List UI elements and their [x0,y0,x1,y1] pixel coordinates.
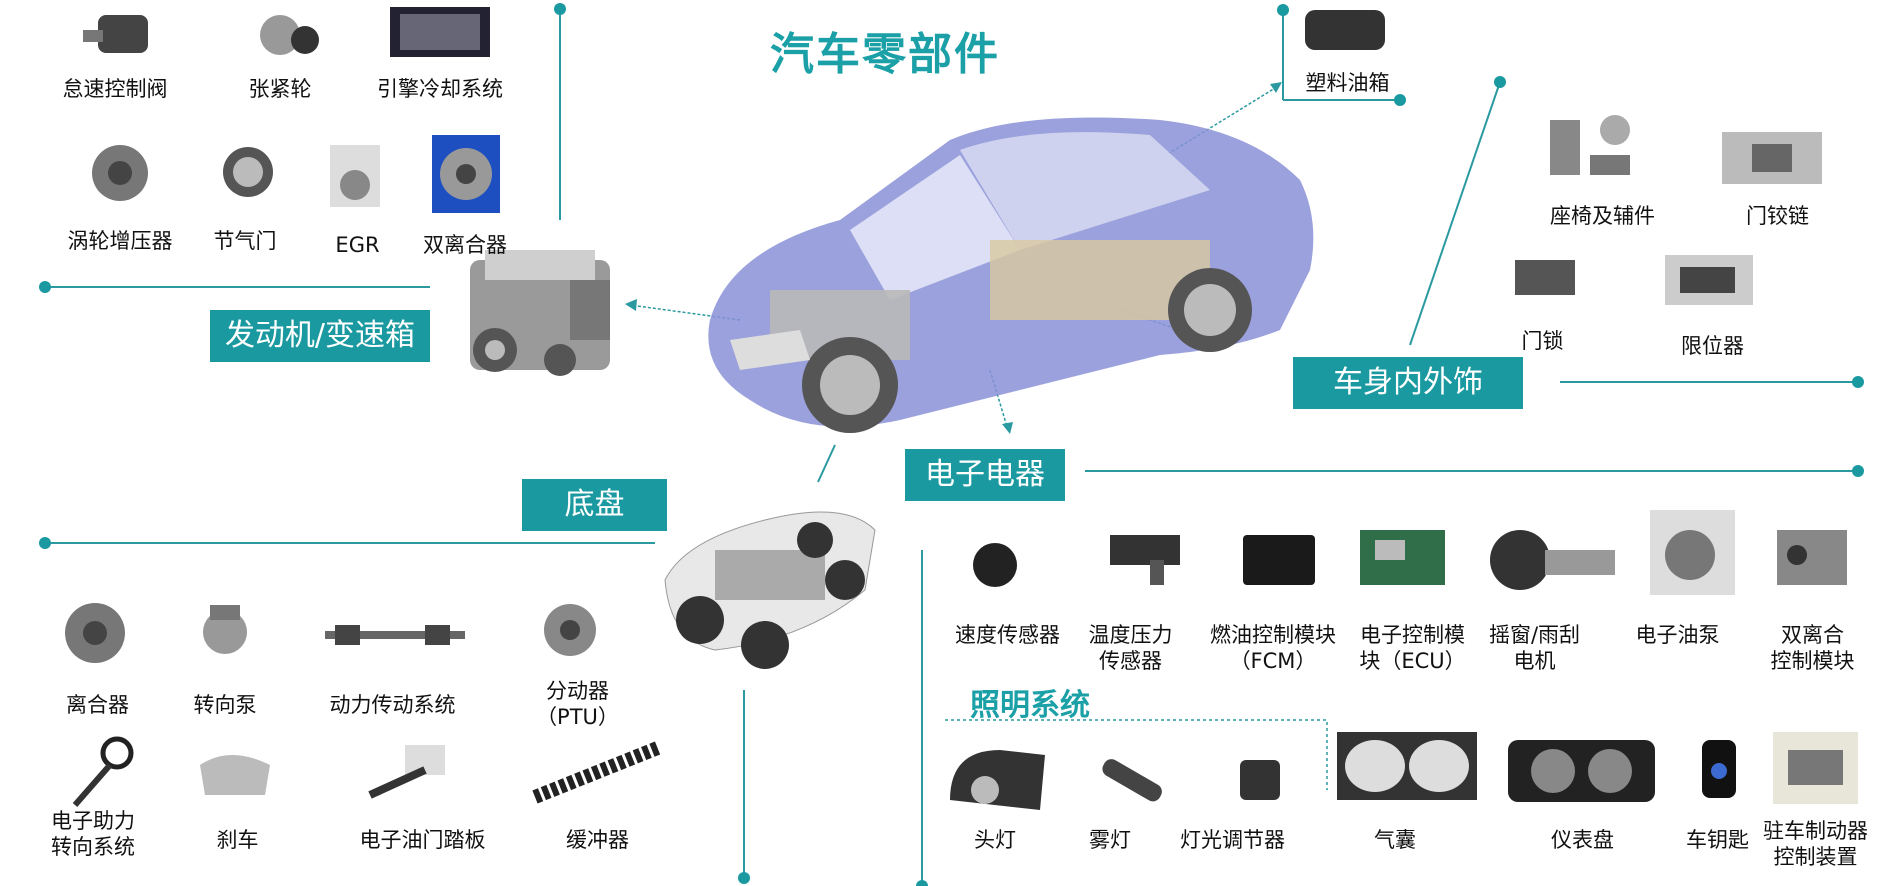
fog-lamp-icon [1102,759,1162,802]
window-motor-icon [1490,530,1615,590]
category-chassis: 底盘 [522,479,667,531]
part-label-steering-pump: 转向泵 [193,693,257,717]
car-cutaway-image [708,117,1314,433]
category-electrical: 电子电器 [905,449,1065,501]
ecu-icon [1360,530,1445,585]
part-label-dashboard: 仪表盘 [1551,828,1614,852]
shock-absorber-icon [532,740,663,804]
page-title: 汽车零部件 [770,29,1000,80]
part-label-airbag: 气囊 [1374,828,1416,852]
steering-pump-icon [203,605,247,654]
eps-icon [72,736,134,807]
part-label-throttle: 节气门 [213,229,277,253]
pedal-icon [368,745,445,799]
category-body: 车身内外饰 [1293,357,1523,409]
part-label-headlamp: 头灯 [974,828,1016,852]
dct-module-icon [1777,530,1847,585]
part-label-speed-sensor: 速度传感器 [955,623,1060,647]
speed-sensor-icon [973,543,1017,587]
part-label-brake: 刹车 [216,828,259,852]
ptu-icon [544,604,596,656]
part-label-hinge: 门铰链 [1746,204,1809,228]
egr-icon [330,145,380,207]
part-label-fcm: 燃油控制模块 （FCM） [1210,623,1336,673]
parking-brake-icon [1773,732,1858,804]
part-label-dct-module: 双离合 控制模块 [1770,623,1855,673]
part-label-stopper: 限位器 [1681,334,1744,358]
part-label-pedal: 电子油门踏板 [359,828,486,852]
part-label-turbo: 涡轮增压器 [67,229,173,253]
part-label-ptu: 分动器 （PTU） [536,679,619,729]
part-label-parking-brake: 驻车制动器 控制装置 [1763,819,1868,869]
part-label-car-key: 车钥匙 [1686,828,1749,852]
part-label-fog-lamp: 雾灯 [1089,828,1131,852]
category-engine: 发动机/变速箱 [210,310,430,362]
part-label-door-lock: 门锁 [1521,329,1564,353]
throttle-icon [223,147,273,197]
hinge-icon [1722,132,1822,184]
seat-frame-icon [1550,115,1630,175]
car-key-icon [1702,740,1736,798]
part-label-fuel-tank: 塑料油箱 [1305,71,1390,95]
clutch-icon [65,603,125,663]
radiator-icon [390,7,490,57]
part-label-shock: 缓冲器 [566,828,629,852]
oil-pump-icon [1650,510,1735,595]
engine-image [470,250,610,376]
airbag-icon [1337,732,1477,800]
light-adjuster-icon [1240,760,1280,800]
dual-clutch-icon [432,135,500,213]
part-label-idle-valve: 怠速控制阀 [62,77,168,101]
temp-pressure-sensor-icon [1110,535,1180,585]
part-label-radiator: 引擎冷却系统 [377,77,503,101]
fuel-tank-icon [1305,10,1385,50]
part-label-seat: 座椅及辅件 [1550,204,1655,228]
body-diagonal-line [1409,81,1501,346]
part-label-dual-clutch: 双离合器 [423,233,507,257]
fcm-icon [1243,535,1315,585]
tensioner-icon [260,15,319,55]
drive-shaft-icon [325,625,465,645]
chassis-image [664,511,876,669]
headlamp-icon [950,750,1045,810]
door-stopper-icon [1665,255,1753,305]
part-label-eps: 电子助力 转向系统 [51,809,135,859]
brake-caliper-icon [200,755,270,795]
idle-valve-icon [83,15,148,53]
turbo-icon [92,145,148,201]
category-lighting: 照明系统 [970,688,1090,723]
part-label-temp-sensor: 温度压力 传感器 [1088,623,1173,673]
dashboard-icon [1508,740,1655,802]
part-label-clutch: 离合器 [66,693,129,717]
part-label-ecu: 电子控制模 块（ECU） [1359,623,1466,673]
part-label-tensioner: 张紧轮 [248,77,312,101]
part-label-egr: EGR [335,233,380,257]
part-label-light-adjuster: 灯光调节器 [1180,828,1285,852]
part-label-window-motor: 摇窗/雨刮 电机 [1488,623,1581,673]
door-lock-icon [1515,260,1575,295]
part-label-oil-pump: 电子油泵 [1635,623,1720,647]
part-label-drive-shaft: 动力传动系统 [329,693,456,717]
